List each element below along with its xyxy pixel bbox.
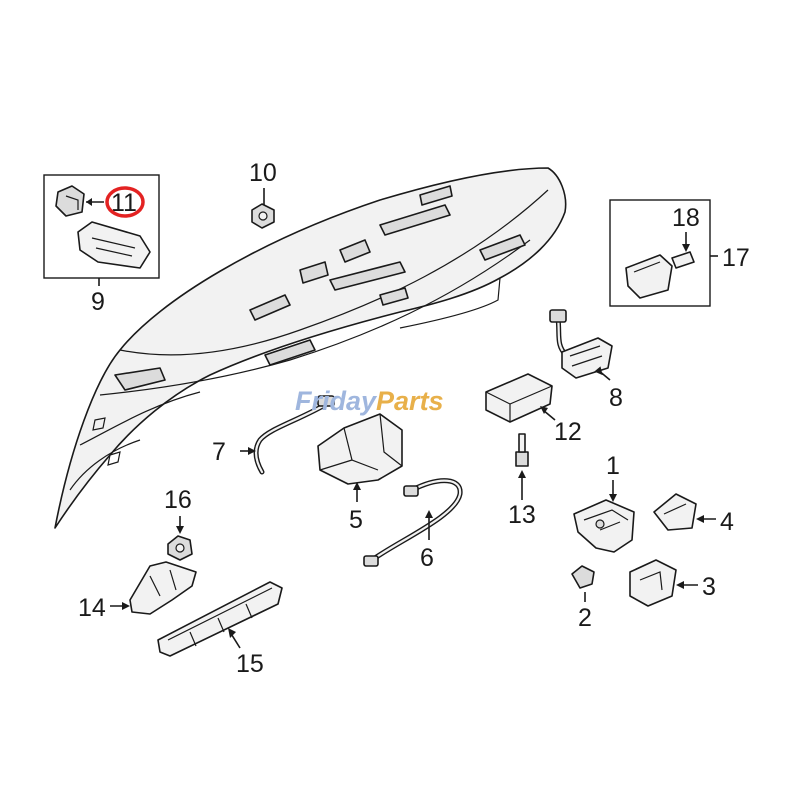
watermark: FridayParts — [295, 386, 444, 416]
callout-5: 5 — [349, 506, 363, 534]
part-17-frame — [609, 199, 711, 307]
callout-10: 10 — [249, 159, 277, 187]
part-9-frame — [43, 174, 160, 279]
callout-2: 2 — [578, 604, 592, 632]
part-9-handle — [77, 221, 151, 269]
part-11-switch — [55, 185, 85, 217]
part-14-bracket — [110, 561, 197, 615]
watermark-part1: Friday — [295, 386, 378, 416]
callout-3: 3 — [702, 573, 716, 601]
part-8-switch — [549, 309, 613, 381]
trunk-lid — [54, 167, 567, 529]
callout-12: 12 — [554, 418, 582, 446]
callout-4: 4 — [720, 508, 734, 536]
part-7-cable — [240, 395, 335, 475]
callout-13: 13 — [508, 501, 536, 529]
part-1-latch — [573, 480, 635, 553]
callout-6: 6 — [420, 544, 434, 572]
callout-16: 16 — [164, 486, 192, 514]
callout-1: 1 — [606, 452, 620, 480]
part-3-striker — [629, 559, 698, 607]
part-9-assembly — [43, 174, 160, 286]
part-17-lamp — [625, 254, 673, 299]
callout-8: 8 — [609, 384, 623, 412]
callout-18: 18 — [672, 204, 700, 232]
part-18-bulb — [671, 251, 695, 269]
callout-15: 15 — [236, 650, 264, 678]
callout-9: 9 — [91, 288, 105, 316]
part-2-bumper — [571, 565, 595, 602]
callout-17: 17 — [722, 244, 750, 272]
part-10-grommet — [251, 188, 275, 229]
watermark-part2: Parts — [376, 386, 444, 416]
callout-14: 14 — [78, 594, 106, 622]
part-16-clip — [167, 516, 193, 561]
part-6-cable — [363, 478, 463, 567]
part-15-rail — [157, 581, 283, 657]
part-4-bracket — [653, 493, 716, 531]
part-5-housing — [317, 413, 403, 502]
callout-7: 7 — [212, 438, 226, 466]
highlight-circle — [105, 186, 145, 218]
part-12-module — [485, 373, 556, 423]
part-17-assembly — [609, 199, 718, 307]
callout-labels: 1 2 3 4 5 6 7 8 9 10 11 12 13 14 15 16 1… — [78, 159, 750, 678]
part-13-stud — [515, 433, 529, 500]
